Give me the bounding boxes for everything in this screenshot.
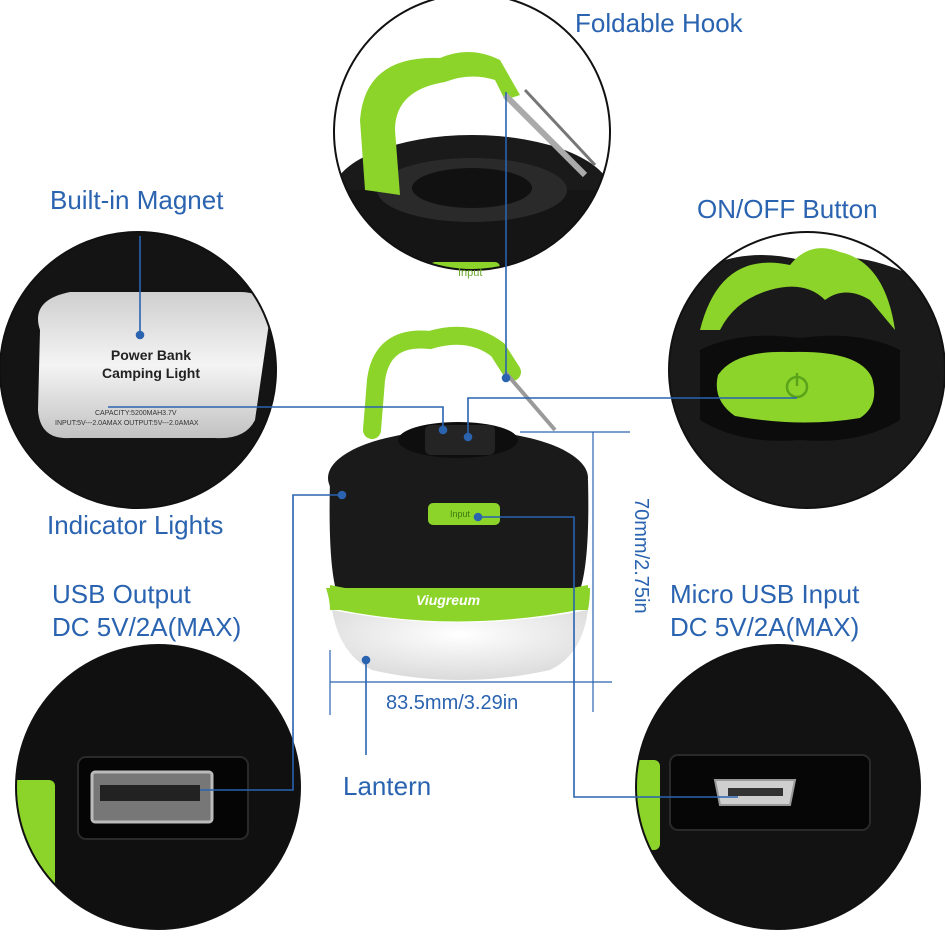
button-detail-circle — [669, 232, 945, 508]
label-micro-usb-input: Micro USB Input DC 5V/2A(MAX) — [670, 578, 859, 643]
label-micro-usb-line2: DC 5V/2A(MAX) — [670, 611, 860, 642]
label-height-dimension: 70mm/2.75in — [630, 498, 652, 614]
label-width-dimension: 83.5mm/3.29in — [386, 692, 519, 714]
callout-lines — [108, 92, 797, 798]
magnet-plate-line1: Power Bank — [110, 347, 192, 363]
usb-output-detail-circle — [16, 645, 300, 929]
input-port-label: Input — [450, 509, 471, 519]
label-foldable-hook: Foldable Hook — [575, 8, 743, 38]
magnet-detail-circle — [0, 232, 276, 508]
magnet-plate-capacity: CAPACITY:5200MAH3.7V — [95, 410, 177, 417]
hook-input-label: Input — [458, 267, 483, 279]
label-on-off-button: ON/OFF Button — [697, 194, 878, 224]
label-usb-output-line2: DC 5V/2A(MAX) — [52, 611, 242, 642]
lantern-product — [326, 326, 590, 680]
label-lantern: Lantern — [343, 771, 432, 801]
magnet-plate-line2: Camping Light — [102, 365, 200, 381]
magnet-plate-title: Power Bank Camping Light — [96, 346, 206, 382]
magnet-plate-io: INPUT:5V---2.0AMAX OUTPUT:5V---2.0AMAX — [55, 420, 199, 427]
dimension-lines — [329, 431, 630, 715]
label-usb-output: USB Output DC 5V/2A(MAX) — [52, 578, 241, 643]
label-built-in-magnet: Built-in Magnet — [50, 185, 224, 215]
label-micro-usb-line1: Micro USB Input — [670, 579, 860, 609]
label-indicator-lights: Indicator Lights — [47, 510, 224, 540]
micro-usb-detail-circle — [636, 645, 920, 929]
label-usb-output-line1: USB Output — [52, 579, 191, 609]
brand-logo: Viugreum — [416, 592, 481, 608]
